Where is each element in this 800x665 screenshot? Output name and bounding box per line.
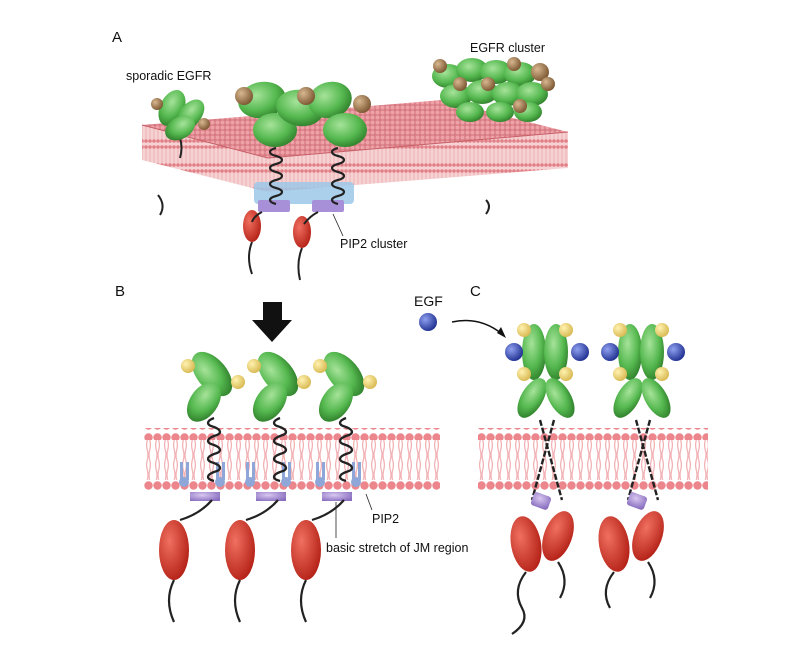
- panel-c-letter: C: [470, 283, 481, 300]
- pip2-label: PIP2: [372, 512, 399, 526]
- binding-arrow: [451, 319, 503, 335]
- membrane-c: [478, 428, 708, 492]
- panel-a-letter: A: [112, 29, 122, 46]
- central-egfr-dimer: [235, 81, 371, 281]
- panel-b: B: [115, 283, 468, 623]
- panel-a: A sporadic EGFR EGFR cluster PIP2 cluste…: [112, 29, 569, 281]
- panel-b-letter: B: [115, 283, 125, 300]
- egfr-cluster-a: [432, 57, 555, 122]
- egfr-monomer-b-1: [159, 351, 245, 623]
- pip2-lipids-b: [179, 462, 361, 487]
- panel-c: C EGF: [414, 283, 708, 635]
- pip2-cluster-a: [254, 182, 354, 212]
- egfr-cluster-label: EGFR cluster: [470, 41, 545, 55]
- egfr-active-dimer-2: [598, 323, 685, 609]
- sporadic-egfr: [151, 90, 210, 159]
- sporadic-egfr-label: sporadic EGFR: [126, 69, 211, 83]
- jm-region-label: basic stretch of JM region: [326, 541, 468, 555]
- egfr-monomer-b-2: [225, 351, 311, 623]
- egfr-active-dimer-1: [505, 323, 589, 635]
- pip2-cluster-label: PIP2 cluster: [340, 237, 407, 251]
- egf-label: EGF: [414, 293, 443, 309]
- egfr-monomer-b-3: [291, 351, 377, 623]
- down-arrow: [252, 302, 292, 342]
- egf-ligand-free: [419, 313, 437, 331]
